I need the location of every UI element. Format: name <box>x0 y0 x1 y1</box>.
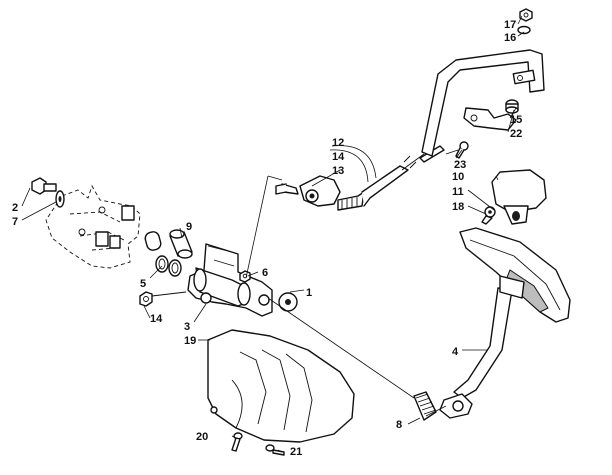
linkage-grommet <box>505 99 519 114</box>
callout-1: 1 <box>306 287 312 299</box>
rod-break-mark <box>401 153 425 171</box>
callout-5: 5 <box>140 278 146 290</box>
top-nut <box>517 8 533 35</box>
return-spring <box>413 391 447 421</box>
guide-line-rod <box>245 175 283 279</box>
callout-2: 2 <box>12 202 18 214</box>
upper-linkage-rod <box>421 49 545 157</box>
callout-8: 8 <box>396 419 402 431</box>
cover-screw-left <box>231 432 243 452</box>
callout-12: 12 <box>332 137 344 149</box>
brake-rod <box>337 145 445 211</box>
callout-20: 20 <box>196 431 208 443</box>
callout-21: 21 <box>290 446 302 458</box>
callout-23: 23 <box>454 159 466 171</box>
guide-line-linkage <box>445 149 459 155</box>
callout-15: 15 <box>510 114 522 126</box>
rod-boot-curve <box>331 145 377 179</box>
callout-9: 9 <box>186 221 192 233</box>
linkage-arm <box>463 107 517 131</box>
callout-10: 10 <box>452 171 464 183</box>
callout-4: 4 <box>452 346 459 358</box>
callout-13: 13 <box>332 165 344 177</box>
frame-bolt <box>31 177 65 208</box>
pedal-pad-bolt <box>481 206 496 225</box>
pedal-cover <box>207 329 355 443</box>
bracket-nut <box>139 291 187 307</box>
guide-line-spring <box>267 297 415 399</box>
callout-3: 3 <box>184 321 190 333</box>
callout-19: 19 <box>184 335 196 347</box>
callout-14-lower: 14 <box>150 313 163 325</box>
callout-18: 18 <box>452 201 464 213</box>
callout-11: 11 <box>452 186 464 198</box>
rod-boot-curve-inner <box>329 149 369 183</box>
bracket-nut-small <box>239 270 251 283</box>
callout-7: 7 <box>12 216 18 228</box>
cover-screw-right <box>265 444 285 456</box>
callout-16: 16 <box>504 32 516 44</box>
callout-6: 6 <box>262 267 268 279</box>
pivot-bushings <box>144 231 182 277</box>
pedal-arm <box>439 287 513 419</box>
callout-leaders <box>21 15 525 453</box>
bracket-washer <box>278 292 298 312</box>
pedal-base <box>459 227 571 323</box>
callout-22: 22 <box>510 128 522 140</box>
callout-17: 17 <box>504 19 516 31</box>
frame-bracket <box>45 184 141 269</box>
brake-rod-end <box>275 175 341 207</box>
pedal-pivot-bracket <box>187 243 273 317</box>
callout-14-upper: 14 <box>332 151 345 163</box>
pedal-pad <box>491 169 547 225</box>
